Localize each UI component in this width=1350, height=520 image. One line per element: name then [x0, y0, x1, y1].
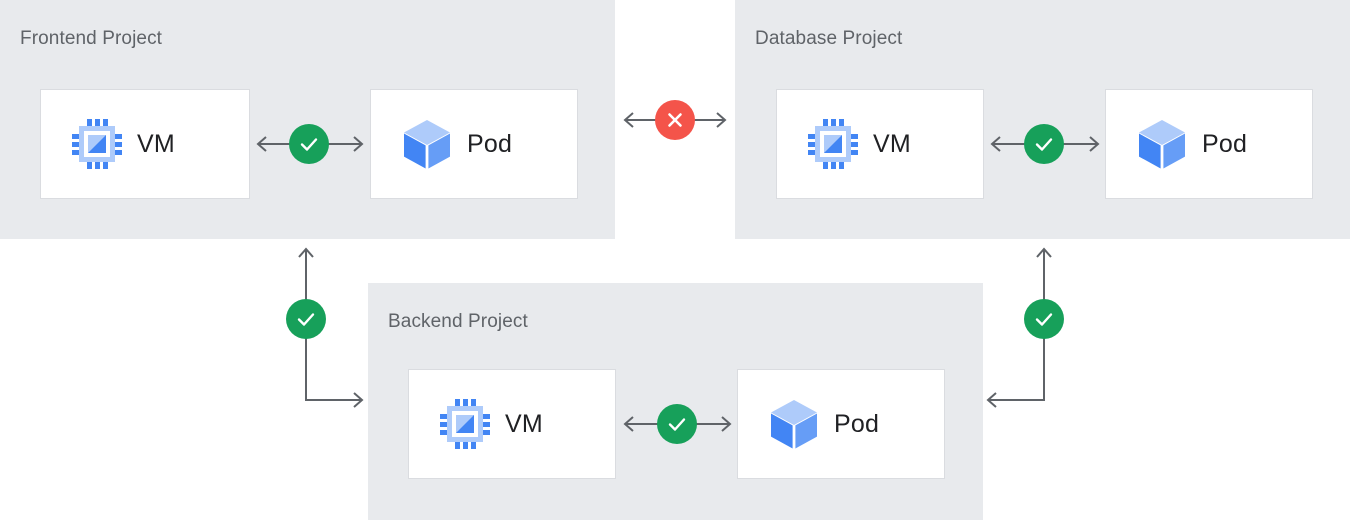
- status-badge-frontend-backend[interactable]: [286, 299, 326, 339]
- x-circle-icon: [663, 108, 687, 132]
- check-circle-icon: [1032, 132, 1056, 156]
- check-circle-icon: [1032, 307, 1056, 331]
- resource-label-frontend-pod: Pod: [467, 129, 513, 158]
- resource-card-database-vm[interactable]: VM: [776, 89, 984, 199]
- status-badge-frontend-internal[interactable]: [289, 124, 329, 164]
- resource-label-database-vm: VM: [873, 129, 911, 158]
- project-title-database: Database Project: [755, 28, 903, 49]
- resource-card-backend-vm[interactable]: VM: [408, 369, 616, 479]
- project-title-backend: Backend Project: [388, 311, 528, 332]
- vm-chip-icon: [439, 398, 491, 450]
- check-circle-icon: [665, 412, 689, 436]
- vm-chip-icon: [807, 118, 859, 170]
- resource-card-database-pod[interactable]: Pod: [1105, 89, 1313, 199]
- resource-label-backend-pod: Pod: [834, 409, 880, 438]
- pod-cube-icon: [768, 398, 820, 450]
- resource-card-frontend-pod[interactable]: Pod: [370, 89, 578, 199]
- check-circle-icon: [297, 132, 321, 156]
- pod-cube-icon: [401, 118, 453, 170]
- status-badge-backend-internal[interactable]: [657, 404, 697, 444]
- resource-label-frontend-vm: VM: [137, 129, 175, 158]
- project-title-frontend: Frontend Project: [20, 28, 163, 49]
- pod-cube-icon: [1136, 118, 1188, 170]
- resource-card-backend-pod[interactable]: Pod: [737, 369, 945, 479]
- status-badge-database-backend[interactable]: [1024, 299, 1064, 339]
- status-badge-frontend-database[interactable]: [655, 100, 695, 140]
- vm-chip-icon: [71, 118, 123, 170]
- resource-card-frontend-vm[interactable]: VM: [40, 89, 250, 199]
- status-badge-database-internal[interactable]: [1024, 124, 1064, 164]
- resource-label-backend-vm: VM: [505, 409, 543, 438]
- check-circle-icon: [294, 307, 318, 331]
- resource-label-database-pod: Pod: [1202, 129, 1248, 158]
